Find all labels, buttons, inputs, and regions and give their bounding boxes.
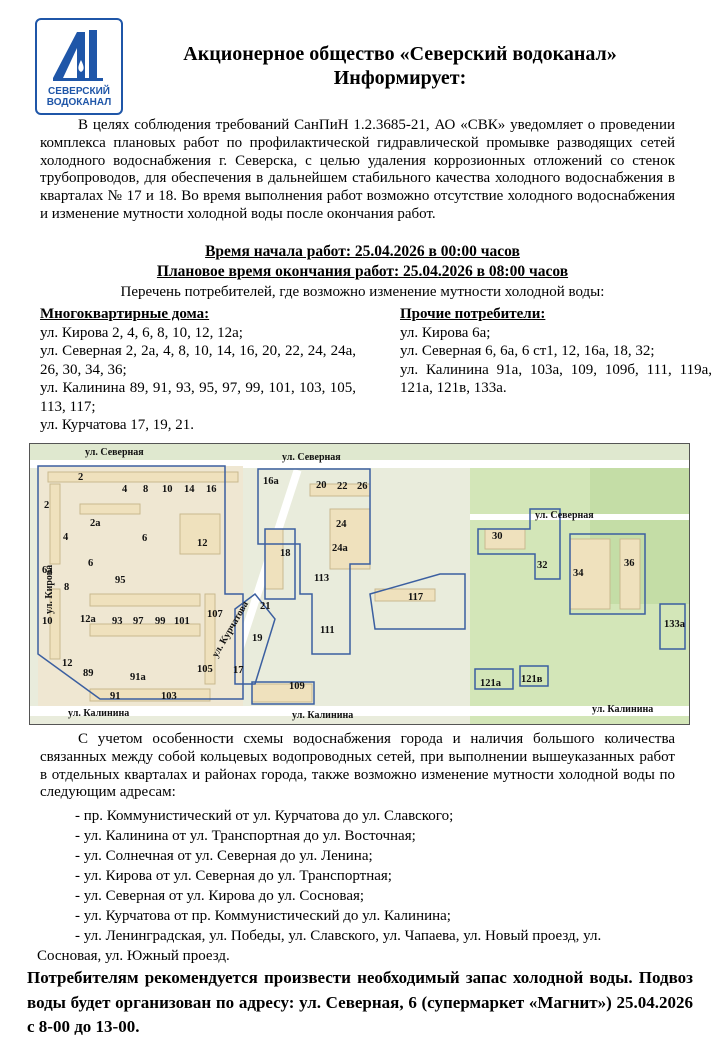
house-number: 34 — [573, 568, 584, 579]
street-label: ул. Калинина — [592, 704, 654, 715]
house-number: 101 — [174, 616, 190, 627]
water-drop-icon — [53, 30, 103, 81]
house-number: 22 — [337, 481, 348, 492]
house-number: 12а — [80, 614, 96, 625]
house-number: 26 — [357, 481, 368, 492]
others-line: ул. Кирова 6а; — [400, 324, 491, 341]
apartments-line: ул. Кирова 2, 4, 6, 8, 10, 12, 12а; — [40, 324, 243, 341]
house-number: 12 — [62, 658, 73, 669]
house-number: 24а — [332, 543, 348, 554]
address-item: - ул. Ленинградская, ул. Победы, ул. Сла… — [75, 928, 602, 944]
apartments-line: ул. Калинина 89, 91, 93, 95, 97, 99, 101… — [40, 380, 356, 415]
street-label: ул. Калинина — [292, 710, 354, 721]
house-number: 2 — [78, 472, 84, 483]
house-number: 133а — [664, 619, 685, 630]
house-number: 12 — [197, 538, 208, 549]
final-notice: Потребителям рекомендуется произвести не… — [27, 968, 693, 1036]
logo-line2: ВОДОКАНАЛ — [46, 97, 112, 108]
house-number: 2 — [44, 500, 50, 511]
address-item: - ул. Калинина от ул. Транспортная до ул… — [75, 828, 416, 844]
house-number: 105 — [197, 664, 213, 675]
intro-paragraph: В целях соблюдения требований СанПиН 1.2… — [40, 117, 675, 222]
page-subtitle: Информирует: — [333, 67, 467, 89]
address-item: - ул. Северная от ул. Кирова до ул. Сосн… — [75, 888, 365, 904]
others-line: ул. Северная 6, 6а, 6 ст1, 12, 16а, 18, … — [400, 343, 655, 359]
apartments-line: ул. Курчатова 17, 19, 21. — [40, 417, 195, 433]
start-time: Время начала работ: 25.04.2026 в 00:00 ч… — [205, 243, 520, 260]
house-number: 4 — [122, 484, 128, 495]
house-number: 4 — [63, 532, 69, 543]
house-number: 32 — [537, 560, 548, 571]
house-number: 14 — [184, 484, 195, 495]
house-number: 113 — [314, 573, 330, 584]
consideration-paragraph: С учетом особенности схемы водоснабжения… — [40, 731, 675, 801]
house-number: 8 — [143, 484, 149, 495]
street-label: ул. Калинина — [68, 708, 130, 719]
house-number: 99 — [155, 616, 166, 627]
street-label: ул. Северная — [85, 447, 144, 458]
address-tail: Сосновая, ул. Южный проезд. — [37, 948, 230, 964]
house-number: 20 — [316, 480, 327, 491]
apartments-column: Многоквартирные дома: ул. Кирова 2, 4, 6… — [40, 305, 356, 435]
house-number: 103 — [161, 691, 177, 702]
house-number: 8 — [64, 582, 70, 593]
address-item: - ул. Кирова от ул. Северная до ул. Тран… — [75, 868, 392, 884]
house-number: 107 — [207, 609, 223, 620]
house-number: 30 — [492, 531, 503, 542]
others-line: ул. Калинина 91а, 103а, 109, 109б, 111, … — [400, 361, 712, 397]
house-number: 109 — [289, 681, 305, 692]
house-number: 6 — [142, 533, 148, 544]
house-number: 91а — [130, 672, 146, 683]
house-number: 10 — [162, 484, 173, 495]
company-logo: СЕВЕРСКИЙ ВОДОКАНАЛ — [35, 18, 123, 115]
apartments-line: ул. Северная 2, 2а, 4, 8, 10, 14, 16, 20… — [40, 343, 356, 378]
house-number: 18 — [280, 548, 291, 559]
house-number: 16 — [206, 484, 217, 495]
district-map: ул. Северная ул. Северная ул. Северная у… — [29, 443, 690, 725]
house-number: 117 — [408, 592, 424, 603]
address-list: - пр. Коммунистический от ул. Курчатова … — [75, 806, 695, 946]
house-number: 6 — [88, 558, 94, 569]
house-number: 10 — [42, 616, 53, 627]
house-number: 16а — [263, 476, 279, 487]
end-time: Плановое время окончания работ: 25.04.20… — [156, 263, 569, 280]
house-number: 17 — [233, 665, 244, 676]
address-item: - ул. Солнечная от ул. Северная до ул. Л… — [75, 848, 373, 864]
notice-header: Акционерное общество «Северский водокана… — [130, 42, 670, 90]
house-number: 97 — [133, 616, 144, 627]
map-drawing — [30, 444, 689, 724]
house-number: 95 — [115, 575, 126, 586]
house-number: 89 — [83, 668, 94, 679]
house-number: 93 — [112, 616, 123, 627]
house-number: 24 — [336, 519, 347, 530]
address-item: - пр. Коммунистический от ул. Курчатова … — [75, 808, 454, 824]
street-label: ул. Северная — [282, 452, 341, 463]
address-item: - ул. Курчатова от пр. Коммунистический … — [75, 908, 451, 924]
house-number: 91 — [110, 691, 121, 702]
page-title: Акционерное общество «Северский водокана… — [183, 43, 617, 65]
house-number: 121а — [480, 678, 501, 689]
house-number: 121в — [521, 674, 543, 685]
logo-line1: СЕВЕРСКИЙ — [48, 86, 110, 97]
street-label: ул. Северная — [535, 510, 594, 521]
house-number: 111 — [320, 625, 335, 636]
others-title: Прочие потребители: — [400, 306, 546, 322]
house-number: 19 — [252, 633, 263, 644]
list-heading: Перечень потребителей, где возможно изме… — [120, 284, 605, 300]
house-number: 6а — [42, 565, 53, 576]
house-number: 21 — [260, 601, 271, 612]
house-number: 36 — [624, 558, 635, 569]
apartments-title: Многоквартирные дома: — [40, 306, 210, 322]
house-number: 2а — [90, 518, 101, 529]
others-column: Прочие потребители: ул. Кирова 6а; ул. С… — [400, 305, 712, 398]
